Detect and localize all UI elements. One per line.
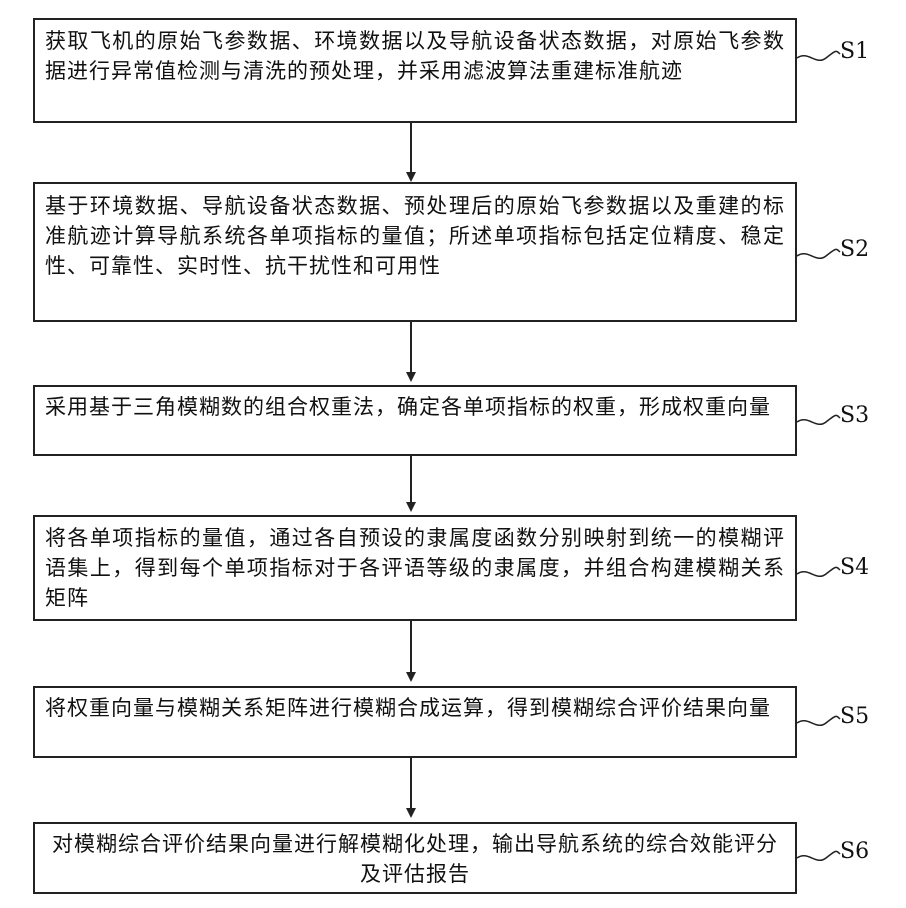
step-box-s5: 将权重向量与模糊关系矩阵进行模糊合成运算，得到模糊综合评价结果向量: [33, 686, 797, 758]
step-label-s6: S6: [840, 840, 869, 864]
step-box-s3: 采用基于三角模糊数的组合权重法，确定各单项指标的权重，形成权重向量: [33, 385, 797, 456]
leader-line-s6: [797, 851, 840, 860]
step-label-s3: S3: [840, 404, 869, 428]
step-box-s4: 将各单项指标的量值，通过各自预设的隶属度函数分别映射到统一的模糊评语集上，得到每…: [33, 515, 797, 621]
step-text-s4: 将各单项指标的量值，通过各自预设的隶属度函数分别映射到统一的模糊评语集上，得到每…: [35, 523, 795, 613]
step-label-s4: S4: [840, 556, 869, 580]
leader-line-s1: [797, 51, 840, 60]
leader-line-s2: [797, 249, 840, 258]
leader-line-s4: [797, 567, 840, 576]
step-box-s1: 获取飞机的原始飞参数据、环境数据以及导航设备状态数据，对原始飞参数据进行异常值检…: [33, 18, 797, 123]
step-text-s1: 获取飞机的原始飞参数据、环境数据以及导航设备状态数据，对原始飞参数据进行异常值检…: [35, 26, 795, 86]
step-label-s2: S2: [840, 238, 869, 262]
step-text-s5: 将权重向量与模糊关系矩阵进行模糊合成运算，得到模糊综合评价结果向量: [35, 693, 795, 723]
step-box-s6: 对模糊综合评价结果向量进行解模糊化处理，输出导航系统的综合效能评分及评估报告: [33, 822, 797, 894]
step-text-s3: 采用基于三角模糊数的组合权重法，确定各单项指标的权重，形成权重向量: [35, 392, 795, 422]
step-box-s2: 基于环境数据、导航设备状态数据、预处理后的原始飞参数据以及重建的标准航迹计算导航…: [33, 182, 797, 322]
step-label-s5: S5: [840, 705, 869, 729]
step-label-s1: S1: [840, 40, 869, 64]
leader-line-s5: [797, 716, 840, 725]
step-text-s2: 基于环境数据、导航设备状态数据、预处理后的原始飞参数据以及重建的标准航迹计算导航…: [35, 191, 795, 281]
leader-line-s3: [797, 415, 840, 424]
step-text-s6: 对模糊综合评价结果向量进行解模糊化处理，输出导航系统的综合效能评分及评估报告: [35, 829, 795, 889]
